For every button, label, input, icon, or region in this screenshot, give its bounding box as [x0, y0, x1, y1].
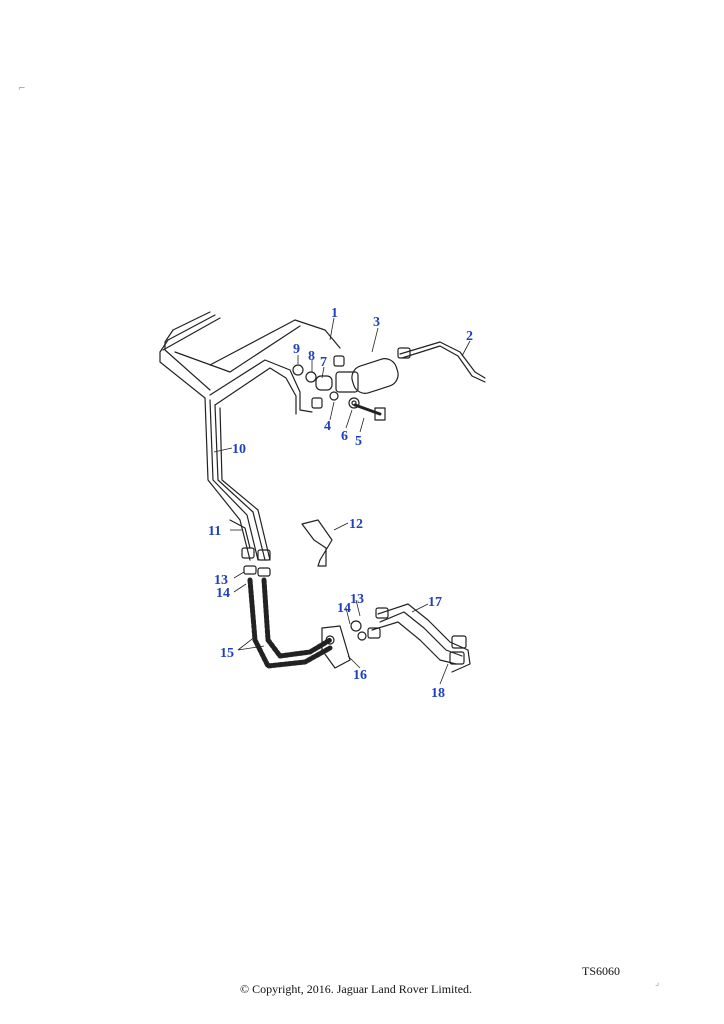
end-fitting-a — [451, 635, 467, 649]
valve-housing — [335, 371, 359, 393]
pipe-2-nut — [397, 347, 411, 359]
callout-18: 18 — [431, 686, 445, 701]
hose-15-a — [247, 577, 333, 669]
pipe-17-nut — [375, 607, 389, 619]
callout-15: 15 — [220, 646, 234, 661]
callout-4: 4 — [324, 419, 331, 434]
fitting-4-nut — [311, 397, 323, 409]
callout-16: 16 — [353, 668, 367, 683]
leader-lines — [213, 317, 471, 685]
end-fitting-b — [449, 651, 465, 665]
pipe-10-c — [214, 404, 266, 561]
callout-10: 10 — [232, 442, 246, 457]
bolt-5-head — [374, 407, 386, 421]
corner-mark-bottom-right: ⌟ — [655, 978, 660, 988]
callout-8: 8 — [308, 349, 315, 364]
pipe-upper-run-2 — [159, 339, 206, 399]
callout-7: 7 — [320, 355, 327, 370]
callout-12: 12 — [349, 517, 363, 532]
pipe-17b — [379, 611, 463, 657]
fitting-7 — [315, 375, 333, 391]
pipe-to-valve-1b — [174, 325, 301, 373]
callout-13-lower: 13 — [350, 592, 364, 607]
washer-4 — [329, 391, 339, 401]
union-left — [241, 547, 255, 559]
copyright-notice: © Copyright, 2016. Jaguar Land Rover Lim… — [239, 982, 473, 996]
pipe-17 — [377, 603, 471, 673]
callout-3: 3 — [373, 315, 380, 330]
pipe-2-a — [399, 341, 486, 379]
clip-12 — [301, 519, 333, 567]
bolt-5 — [353, 403, 382, 416]
union-right — [257, 549, 271, 561]
fitting-1 — [333, 355, 345, 367]
pipe-upper-run-1 — [164, 329, 211, 391]
callout-2: 2 — [466, 329, 473, 344]
pipe-stub-top-left — [162, 311, 221, 351]
pipe-to-valve-1 — [209, 319, 341, 366]
pipe-18 — [371, 621, 457, 665]
callout-17: 17 — [428, 595, 442, 610]
diagram-reference-code: TS6060 — [582, 964, 621, 978]
washer-6 — [348, 397, 360, 409]
callout-5: 5 — [355, 434, 362, 449]
pipe-18-nut — [367, 627, 381, 639]
fitting-8 — [305, 371, 317, 383]
callout-13-upper: 13 — [214, 573, 228, 588]
callout-6: 6 — [341, 429, 348, 444]
bracket-16 — [321, 625, 351, 669]
pipe-11 — [229, 519, 251, 549]
valve-body-3 — [351, 358, 399, 394]
nut-13b — [257, 567, 271, 577]
washer-14-lower — [357, 631, 367, 641]
callout-14-upper: 14 — [216, 586, 230, 601]
pipe-to-valve-2b — [214, 367, 297, 415]
hose-15-b — [261, 577, 333, 659]
callout-11: 11 — [208, 524, 221, 539]
corner-mark-top-left: ⌐ — [18, 84, 26, 94]
pipe-to-valve-2 — [209, 359, 313, 413]
nut-13-lower — [350, 620, 362, 632]
callout-9: 9 — [293, 342, 300, 357]
pipe-2-b — [401, 345, 486, 383]
nut-13 — [243, 565, 257, 575]
fitting-9 — [292, 364, 304, 376]
callout-labels: 1 2 3 4 5 6 7 8 9 10 11 12 13 14 15 16 1… — [208, 306, 473, 701]
callout-1: 1 — [331, 306, 338, 321]
pipe-10-b — [209, 399, 259, 561]
line-art — [159, 311, 486, 673]
pipe-10-d — [219, 407, 271, 561]
washer-6-hole — [351, 400, 357, 406]
bracket-hole — [325, 635, 335, 645]
callout-14-lower: 14 — [337, 601, 351, 616]
pipe-10-a — [204, 397, 251, 561]
